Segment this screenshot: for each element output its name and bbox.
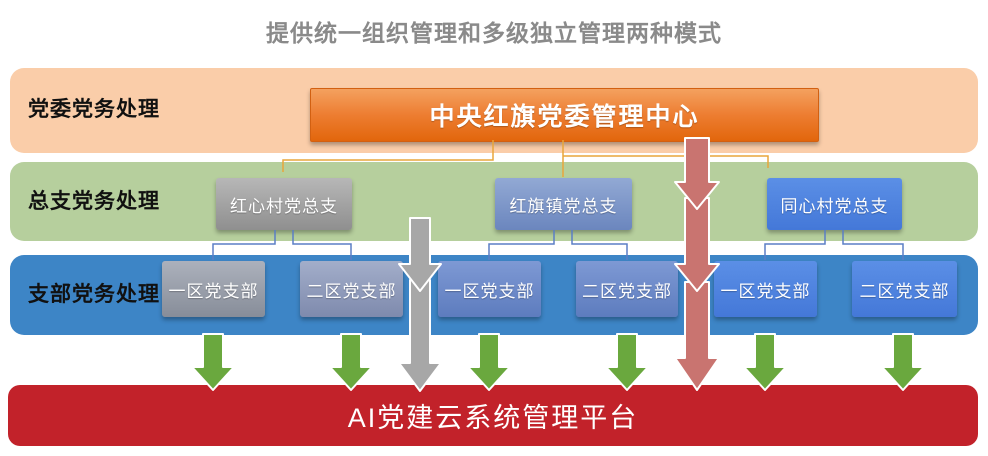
branch-box-3: 一区党支部 [438, 261, 541, 317]
central-committee-box: 中央红旗党委管理中心 [310, 88, 819, 142]
branch-box-5: 一区党支部 [714, 261, 817, 317]
green-arrow-3 [467, 333, 511, 391]
branch-box-1: 一区党支部 [162, 261, 265, 317]
branch-box-2: 二区党支部 [300, 261, 403, 317]
platform-bar: AI党建云系统管理平台 [8, 385, 978, 446]
branch-level-label: 支部党务处理 [28, 283, 160, 306]
committee-level-label: 党委党务处理 [28, 98, 160, 121]
diagram-title: 提供统一组织管理和多级独立管理两种模式 [266, 20, 722, 46]
green-arrow-5 [743, 333, 787, 391]
green-arrow-4 [605, 333, 649, 391]
green-arrow-2 [329, 333, 373, 391]
general-branch-box-tongxin: 同心村党总支 [767, 178, 902, 230]
branch-box-4: 二区党支部 [576, 261, 678, 317]
general-branch-box-hongqi: 红旗镇党总支 [495, 178, 632, 230]
platform-label: AI党建云系统管理平台 [347, 403, 639, 433]
green-arrow-6 [881, 333, 925, 391]
green-branch-arrows [191, 333, 925, 391]
general-branch-box-hongxin: 红心村党总支 [216, 178, 352, 230]
green-arrow-1 [191, 333, 235, 391]
branch-box-6: 二区党支部 [852, 261, 957, 317]
general-level-label: 总支党务处理 [28, 190, 160, 213]
